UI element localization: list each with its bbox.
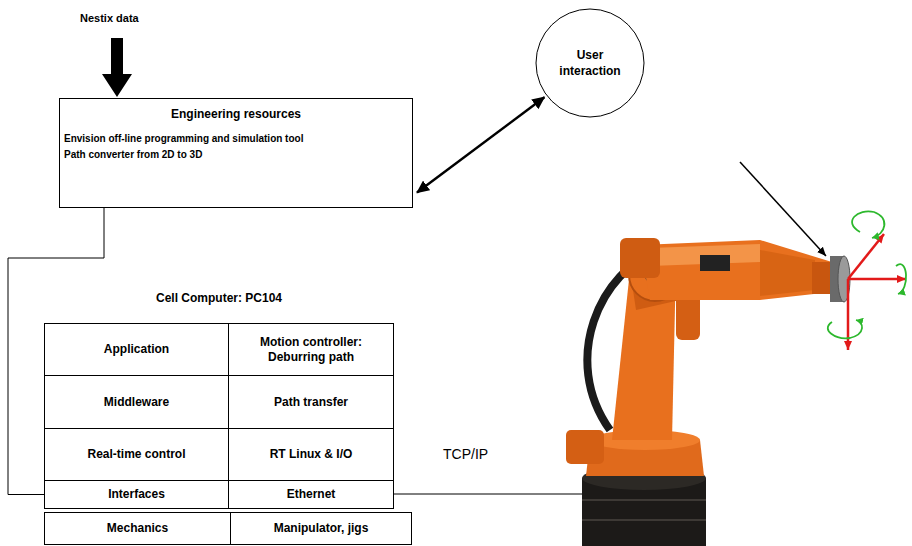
- tool-frame: [828, 211, 906, 350]
- cell-text: Real-time control: [83, 445, 189, 464]
- box-body-line: Path converter from 2D to 3D: [60, 147, 412, 163]
- leader-arrow: [740, 162, 826, 256]
- layer-cell: Manipulator, jigs: [230, 512, 412, 545]
- robot: [566, 238, 850, 546]
- cell-text: Manipulator, jigs: [270, 519, 373, 538]
- circle-shape: [536, 9, 644, 117]
- box-heading: Engineering resources: [60, 99, 412, 131]
- cell-text: Motion controller: Deburring path: [229, 333, 393, 367]
- actor-circle: User interaction: [535, 8, 645, 118]
- input-arrow: [102, 38, 132, 97]
- layer-cell: Application: [44, 323, 229, 376]
- layer-cell: RT Linux & I/O: [228, 428, 394, 481]
- link-label: TCP/IP: [443, 446, 488, 462]
- cell-text: Middleware: [100, 393, 173, 412]
- layer-cell: Ethernet: [228, 480, 394, 509]
- computer-stack: Cell Computer: PC104ApplicationMotion co…: [44, 323, 413, 545]
- layer-cell: Interfaces: [44, 480, 229, 509]
- process-box: Engineering resourcesEnvision off-line p…: [59, 98, 413, 208]
- layer-cell: Mechanics: [44, 512, 231, 545]
- layer-cell: Motion controller: Deburring path: [228, 323, 394, 376]
- box-body-line: Envision off-line programming and simula…: [60, 131, 412, 147]
- input-label: Nestix data: [80, 12, 139, 24]
- group-heading: Cell Computer: PC104: [44, 291, 394, 305]
- tcpip-wire: [393, 494, 584, 495]
- circle-outline: [535, 8, 645, 118]
- cell-text: RT Linux & I/O: [266, 445, 357, 464]
- cell-text: Path transfer: [270, 393, 352, 412]
- circle-label: User interaction: [550, 47, 630, 79]
- cell-text: Mechanics: [103, 519, 172, 538]
- layer-cell: Middleware: [44, 375, 229, 429]
- layer-cell: Path transfer: [228, 375, 394, 429]
- layer-cell: Real-time control: [44, 428, 229, 481]
- cell-text: Application: [100, 340, 173, 359]
- cell-text: Interfaces: [104, 485, 169, 504]
- cell-text: Ethernet: [283, 485, 340, 504]
- double-arrow: [417, 97, 544, 192]
